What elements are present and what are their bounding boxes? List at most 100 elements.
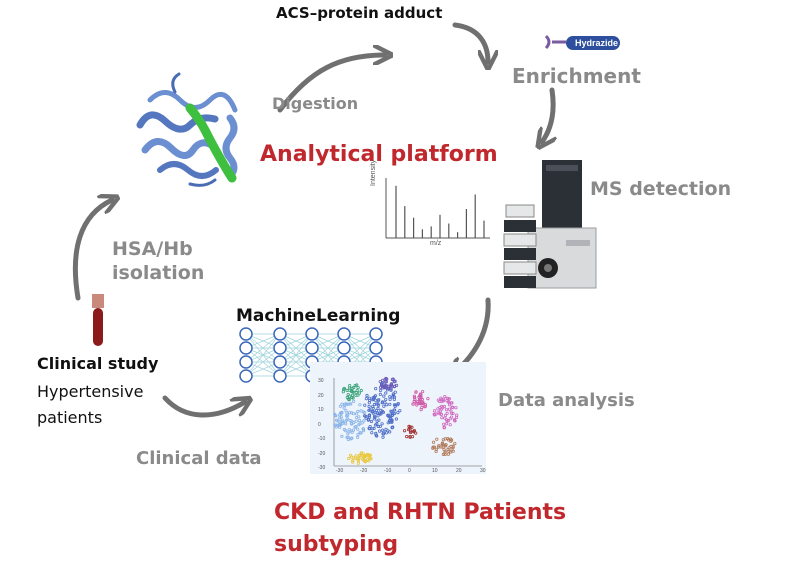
tsne-point [365, 452, 369, 457]
mass-spectrum [385, 178, 490, 239]
tsne-point [348, 394, 352, 398]
hydrazide-label: Hydrazide [575, 38, 619, 48]
tsne-point [408, 425, 412, 429]
tsne-point [439, 398, 444, 402]
tsne-point [377, 418, 381, 422]
tsne-point [338, 416, 342, 420]
network-node [239, 341, 253, 355]
tsne-y-tick: -20 [318, 450, 326, 457]
tsne-point [390, 418, 394, 422]
tsne-point [448, 423, 452, 427]
tsne-point [405, 434, 409, 439]
tsne-point [442, 422, 446, 426]
tsne-point [412, 428, 416, 433]
tsne-point [356, 427, 360, 431]
tsne-point [376, 414, 380, 418]
tsne-point [342, 406, 346, 410]
tsne-point [443, 413, 448, 417]
tsne-point [348, 411, 352, 415]
tsne-point [368, 424, 372, 429]
tsne-point [376, 424, 380, 429]
tsne-point [426, 396, 430, 401]
patients-label-line1: Hypertensive [37, 382, 144, 401]
tsne-point [389, 383, 393, 387]
tsne-y-tick: 0 [318, 421, 321, 428]
tsne-point [348, 453, 353, 457]
tsne-point [432, 409, 437, 413]
network-edge [245, 333, 281, 363]
tsne-point [355, 388, 359, 393]
tsne-point [363, 459, 367, 463]
isolation-label-line1: HSA/Hb [112, 238, 193, 260]
tsne-point [379, 383, 384, 387]
tsne-point [393, 384, 397, 388]
tsne-point [344, 409, 348, 413]
tsne-point [364, 414, 368, 418]
network-node [305, 341, 319, 355]
tsne-point [453, 441, 457, 446]
tsne-point [367, 408, 371, 412]
tsne-point [444, 443, 448, 447]
spectrum-y-axis-label: Intensity [370, 159, 377, 186]
tsne-point [339, 422, 343, 427]
tsne-point [384, 427, 388, 431]
tsne-point [333, 423, 337, 427]
tsne-point [362, 419, 366, 423]
tsne-point [444, 407, 449, 412]
tsne-point [410, 434, 415, 439]
tsne-point [337, 425, 342, 429]
tsne-point [351, 428, 355, 432]
tsne-point [435, 437, 439, 441]
tsne-point [384, 397, 388, 402]
tsne-point [361, 427, 365, 431]
tsne-point [348, 418, 352, 423]
arrow-digestion [277, 55, 385, 113]
spectrum-peaks [395, 185, 485, 238]
tsne-point [375, 434, 379, 438]
protein-structure-icon [136, 72, 238, 187]
tsne-point [453, 419, 457, 423]
tsne-point [363, 403, 367, 407]
tsne-point [451, 449, 455, 453]
tsne-point [442, 426, 446, 430]
clinical-study-label: Clinical study [37, 354, 159, 373]
tsne-point [376, 403, 381, 407]
tsne-point [384, 391, 388, 395]
tsne-point [384, 431, 389, 435]
tsne-point [391, 377, 395, 381]
tsne-point [355, 435, 360, 439]
tsne-point [354, 393, 358, 397]
tsne-point [378, 388, 383, 393]
tsne-y-tick: -30 [318, 465, 326, 471]
tsne-point [353, 383, 357, 388]
tsne-y-tick: 10 [318, 407, 324, 413]
tsne-point [333, 412, 337, 416]
tsne-point [445, 399, 449, 403]
tsne-point [347, 386, 352, 390]
network-edge [343, 333, 377, 363]
tsne-x-tick: -20 [360, 468, 368, 474]
tsne-point [386, 386, 390, 390]
tsne-point [449, 401, 453, 405]
tsne-point [376, 406, 380, 410]
tsne-point [393, 390, 397, 394]
tsne-point [440, 399, 444, 403]
tsne-point [436, 445, 440, 449]
tsne-x-tick: 20 [456, 468, 462, 474]
tsne-point [371, 404, 375, 409]
tsne-point [390, 413, 394, 417]
tsne-point [380, 422, 384, 426]
network-edge [311, 333, 345, 363]
tsne-point [393, 379, 397, 383]
tsne-point [338, 420, 342, 424]
tsne-point [381, 378, 385, 382]
tsne-x-tick: 30 [480, 468, 486, 474]
tsne-point [440, 416, 444, 420]
tsne-point [447, 449, 451, 453]
tsne-point [362, 454, 367, 458]
tsne-point [346, 437, 350, 442]
tsne-point [385, 403, 389, 407]
network-node [369, 327, 383, 341]
tsne-point [357, 415, 361, 419]
